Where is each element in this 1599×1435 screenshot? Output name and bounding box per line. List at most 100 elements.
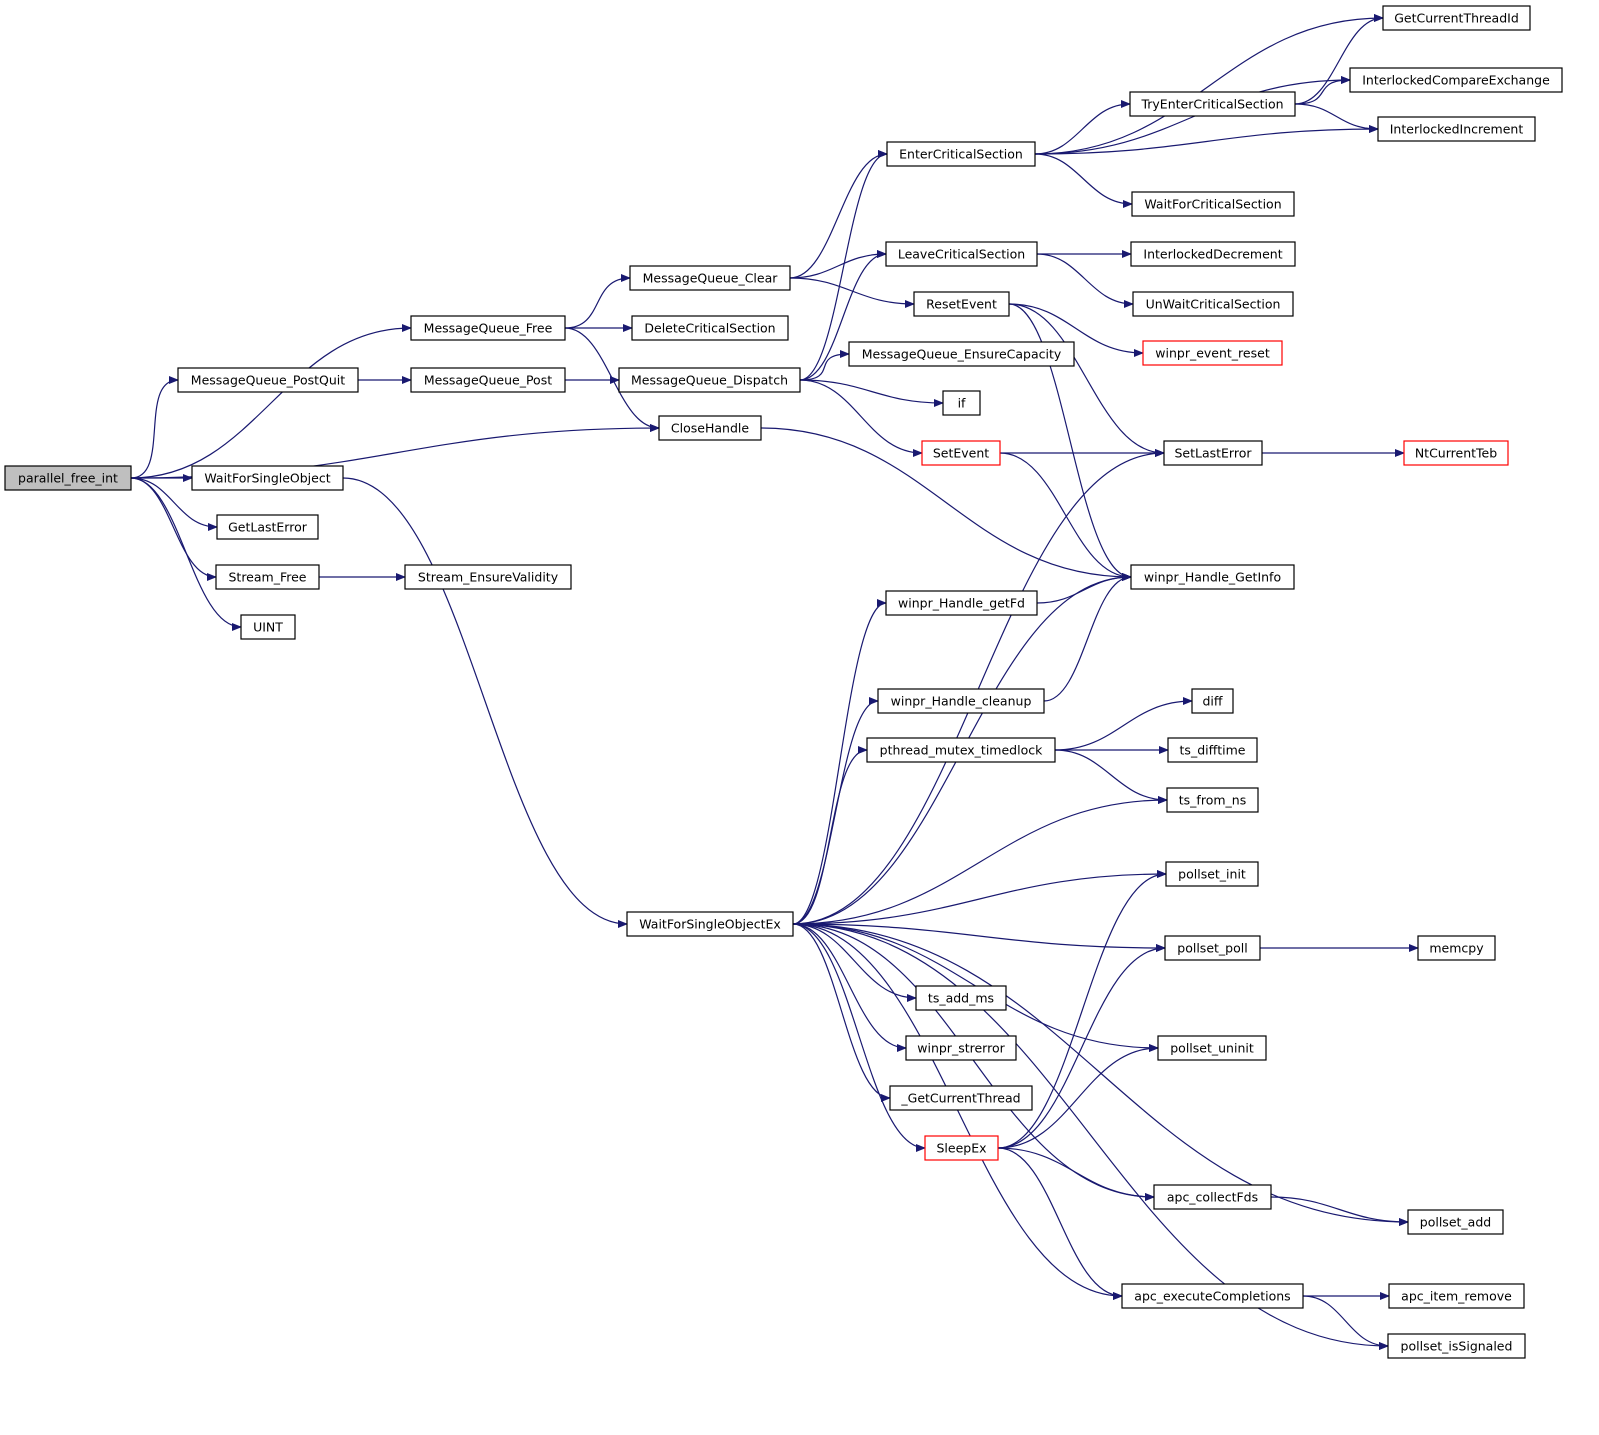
edge-messagequeue-free-to-messagequeue-clear [564,274,631,329]
edge-entercriticalsection-to-getcurrentthreadid [1034,14,1384,155]
node-interlockedcompareexchange[interactable]: InterlockedCompareExchange [1349,67,1563,93]
node-pollset-issignaled[interactable]: pollset_isSignaled [1387,1333,1526,1359]
edge-sleepex-to-pollset-init [997,870,1167,1149]
node-messagequeue-post[interactable]: MessageQueue_Post [410,367,566,393]
node-winpr-handle-getfd[interactable]: winpr_Handle_getFd [885,590,1038,616]
node-pollset-poll[interactable]: pollset_poll [1164,935,1261,961]
node-waitforcriticalsection[interactable]: WaitForCriticalSection [1131,191,1295,217]
node-getcurrentthread[interactable]: _GetCurrentThread [889,1085,1033,1111]
node-box [4,465,132,491]
node-box [404,564,572,590]
node-entercriticalsection[interactable]: EnterCriticalSection [886,141,1036,167]
node-apc-executecompletions[interactable]: apc_executeCompletions [1121,1283,1304,1309]
node-pollset-init[interactable]: pollset_init [1165,861,1259,887]
node-winpr-event-reset[interactable]: winpr_event_reset [1142,340,1283,366]
node-label: WaitForSingleObjectEx [639,917,781,932]
edge-tryentercriticalsection-to-interlockedincrement [1294,103,1379,133]
edge-entercriticalsection-to-interlockedcompareexchange [1034,76,1351,155]
node-apc-collectfds[interactable]: apc_collectFds [1153,1184,1272,1210]
node-box [921,440,1001,466]
node-box [905,1035,1017,1061]
edge-resetevent-to-winpr-event-reset [1008,303,1144,357]
edge-entercriticalsection-to-tryentercriticalsection [1034,100,1131,155]
node-box [618,367,801,393]
node-label: Stream_Free [228,570,306,585]
node-closehandle[interactable]: CloseHandle [658,415,762,441]
node-interlockedincrement[interactable]: InterlockedIncrement [1377,116,1536,142]
node-messagequeue-clear[interactable]: MessageQueue_Clear [629,265,791,291]
node-box [1130,241,1296,267]
node-setlasterror[interactable]: SetLastError [1163,440,1263,466]
edge-waitforsingleobjectex-to-pollset-issignaled [792,923,1389,1350]
node-label: winpr_event_reset [1155,346,1270,361]
node-stream-free[interactable]: Stream_Free [215,564,320,590]
node-label: InterlockedIncrement [1390,122,1524,137]
edge-waitforsingleobjectex-to-pollset-init [792,870,1167,925]
node-waitforsingleobject[interactable]: WaitForSingleObject [191,465,344,491]
node-pthread-mutex-timedlock[interactable]: pthread_mutex_timedlock [866,737,1056,763]
node-box [1157,1035,1267,1061]
node-label: MessageQueue_Free [424,321,553,336]
node-box [629,265,791,291]
node-box [1142,340,1283,366]
node-ts-difftime[interactable]: ts_difftime [1167,737,1258,763]
node-ts-from-ns[interactable]: ts_from_ns [1166,787,1259,813]
node-uint[interactable]: UINT [240,614,296,640]
node-if[interactable]: if [942,390,981,416]
node-ntcurrentteb[interactable]: NtCurrentTeb [1403,440,1509,466]
node-messagequeue-free[interactable]: MessageQueue_Free [410,315,566,341]
node-setevent[interactable]: SetEvent [921,440,1001,466]
node-resetevent[interactable]: ResetEvent [913,291,1010,317]
node-label: MessageQueue_Post [424,373,552,388]
edge-waitforsingleobjectex-to-pthread-mutex-timedlock [792,746,868,925]
node-box [1349,67,1563,93]
node-label: TryEnterCriticalSection [1140,97,1283,112]
node-interlockeddecrement[interactable]: InterlockedDecrement [1130,241,1296,267]
node-deletecriticalsection[interactable]: DeleteCriticalSection [631,315,789,341]
node-diff[interactable]: diff [1191,688,1234,714]
node-label: pollset_isSignaled [1401,1339,1513,1354]
node-label: ts_add_ms [928,991,994,1006]
node-box [1382,5,1531,31]
node-stream-ensurevalidity[interactable]: Stream_EnsureValidity [404,564,572,590]
node-box [240,614,296,640]
node-winpr-handle-cleanup[interactable]: winpr_Handle_cleanup [877,688,1045,714]
node-sleepex[interactable]: SleepEx [924,1135,999,1161]
node-box [631,315,789,341]
node-box [1129,91,1296,117]
edge-pthread-mutex-timedlock-to-ts-from-ns [1054,749,1168,804]
node-label: NtCurrentTeb [1415,446,1497,461]
edge-waitforsingleobjectex-to-ts-add-ms [792,923,917,1002]
node-box [915,985,1007,1011]
node-pollset-add[interactable]: pollset_add [1407,1209,1504,1235]
node-box [942,390,981,416]
edge-setevent-to-winpr-handle-getinfo [999,452,1132,581]
node-winpr-handle-getinfo[interactable]: winpr_Handle_GetInfo [1130,564,1295,590]
node-ts-add-ms[interactable]: ts_add_ms [915,985,1007,1011]
node-pollset-uninit[interactable]: pollset_uninit [1157,1035,1267,1061]
node-box [1121,1283,1304,1309]
node-messagequeue-dispatch[interactable]: MessageQueue_Dispatch [618,367,801,393]
node-box [1131,191,1295,217]
node-apc-item-remove[interactable]: apc_item_remove [1388,1283,1525,1309]
node-getcurrentthreadid[interactable]: GetCurrentThreadId [1382,5,1531,31]
node-box [848,341,1075,367]
node-label: winpr_Handle_GetInfo [1144,570,1281,585]
edge-waitforsingleobjectex-to-sleepex [792,923,926,1152]
node-messagequeue-ensurecapacity[interactable]: MessageQueue_EnsureCapacity [848,341,1075,367]
edge-pthread-mutex-timedlock-to-diff [1054,697,1193,751]
node-leavecriticalsection[interactable]: LeaveCriticalSection [885,241,1038,267]
edge-sleepex-to-apc-executecompletions [997,1147,1123,1300]
edge-messagequeue-dispatch-to-messagequeue-ensurecapacity [799,350,850,381]
edge-waitforsingleobjectex-to-getcurrentthread [792,923,891,1102]
node-tryentercriticalsection[interactable]: TryEnterCriticalSection [1129,91,1296,117]
node-label: SetEvent [933,446,989,461]
node-messagequeue-postquit[interactable]: MessageQueue_PostQuit [177,367,359,393]
node-waitforsingleobjectex[interactable]: WaitForSingleObjectEx [626,911,794,937]
node-getlasterror[interactable]: GetLastError [216,514,319,540]
edge-messagequeue-dispatch-to-leavecriticalsection [799,250,887,381]
node-memcpy[interactable]: memcpy [1417,935,1496,961]
node-parallel-free-int[interactable]: parallel_free_int [4,465,132,491]
node-unwaitcriticalsection[interactable]: UnWaitCriticalSection [1132,291,1294,317]
node-winpr-strerror[interactable]: winpr_strerror [905,1035,1017,1061]
